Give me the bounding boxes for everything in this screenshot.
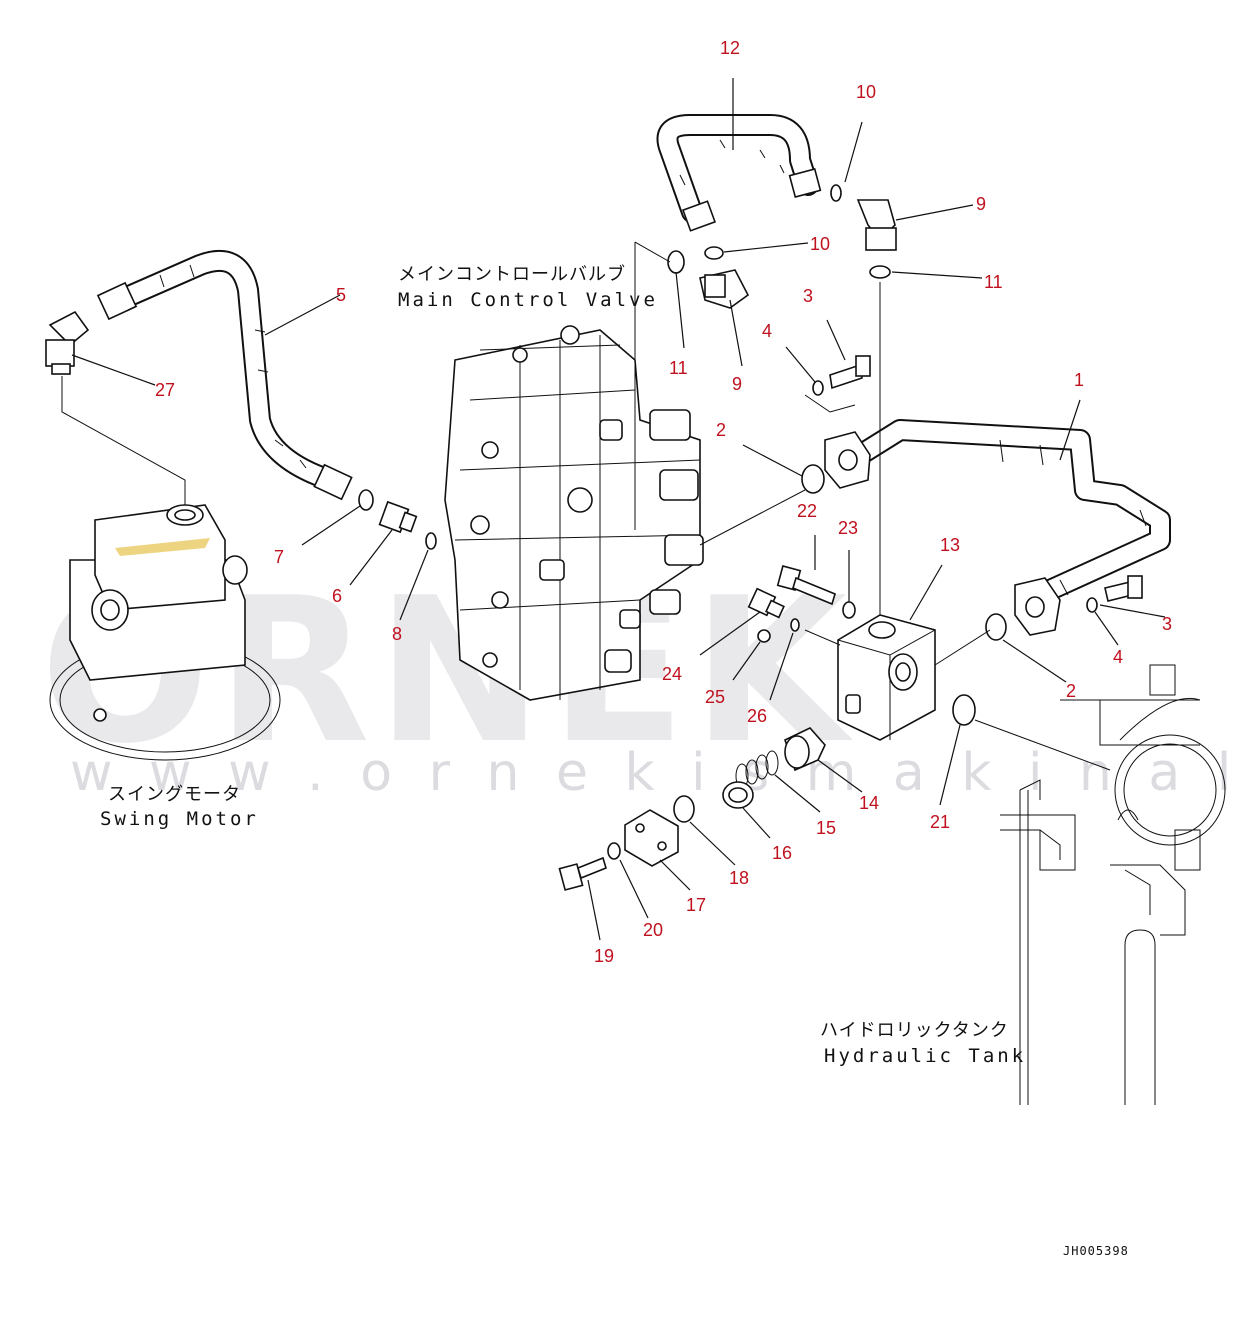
washer-20 (607, 842, 621, 860)
washer-4-right (1086, 597, 1098, 613)
main-control-valve-label-jp: メインコントロールバルブ (398, 263, 626, 285)
drawing-number: JH005398 (1063, 1244, 1129, 1258)
o-ring-21-to-tank-leader (974, 719, 1111, 771)
callout-27: 27 (155, 380, 175, 400)
hydraulic-tank-label-en: Hydraulic Tank (824, 1045, 1026, 1067)
callout-2: 2 (1066, 681, 1076, 701)
callout-15: 15 (816, 818, 836, 838)
plug-16 (722, 781, 754, 809)
callout-7: 7 (274, 547, 284, 567)
o-ring-11-right (869, 265, 891, 279)
hydraulic-tank-drawing (1000, 664, 1226, 1105)
o-ring-11-left (667, 250, 685, 274)
o-ring-25 (757, 629, 771, 643)
washer-4-top (812, 380, 824, 396)
hydraulic-tank-label-jp: ハイドロリックタンク (820, 1020, 1009, 1041)
fitting-24 (747, 587, 785, 619)
callout-1: 1 (1074, 370, 1084, 390)
o-ring-21 (952, 694, 976, 726)
callout-leaders (71, 78, 1166, 941)
valve-port-leader (634, 241, 671, 530)
callout-20: 20 (643, 920, 663, 940)
bolt-19 (558, 856, 607, 891)
callout-10: 10 (856, 82, 876, 102)
callout-11: 11 (669, 358, 688, 378)
o-ring-18 (673, 795, 695, 823)
block-to-o-ring-2-leader (934, 629, 991, 666)
callout-17: 17 (686, 895, 706, 915)
swing-motor-label-en: Swing Motor (100, 808, 259, 830)
connector-6 (378, 500, 418, 534)
cover-17 (624, 809, 679, 867)
elbow-9-right (856, 199, 897, 251)
o-ring-2-top (801, 464, 825, 494)
callout-11: 11 (984, 272, 1003, 292)
elbow-27-leader (61, 376, 186, 505)
hose-1 (824, 419, 1171, 636)
o-ring-2-right (985, 613, 1007, 641)
callout-4: 4 (762, 321, 772, 341)
hose-12 (656, 114, 822, 232)
washer-23 (842, 601, 856, 619)
elbow-9-left (699, 269, 750, 309)
callout-14: 14 (859, 793, 879, 813)
callout-9: 9 (976, 194, 986, 214)
callout-24: 24 (662, 664, 682, 684)
main-control-valve-label-en: Main Control Valve (398, 289, 658, 311)
elbow-27 (45, 310, 90, 375)
bolt-3-right (1104, 575, 1143, 602)
block-13 (837, 614, 936, 741)
callout-8: 8 (392, 624, 402, 644)
o-ring-10-top (830, 184, 842, 202)
callout-19: 19 (594, 946, 614, 966)
callout-10: 10 (810, 234, 830, 254)
hose-5 (96, 250, 353, 501)
o-ring-7 (358, 489, 374, 511)
callout-16: 16 (772, 843, 792, 863)
callout-2: 2 (716, 420, 726, 440)
callout-21: 21 (930, 812, 950, 832)
callout-9: 9 (732, 374, 742, 394)
callout-3: 3 (803, 286, 813, 306)
callout-23: 23 (838, 518, 858, 538)
callout-5: 5 (336, 285, 346, 305)
valve-to-o-ring-2-leader (699, 489, 806, 546)
main-control-valve-drawing (444, 325, 704, 701)
o-ring-26 (790, 618, 800, 632)
callout-4: 4 (1113, 647, 1123, 667)
callout-6: 6 (332, 586, 342, 606)
callout-26: 26 (747, 706, 767, 726)
callout-3: 3 (1162, 614, 1172, 634)
fitting-24-to-block-leader (804, 629, 841, 646)
callout-18: 18 (729, 868, 749, 888)
callout-numbers: 12 10 9 10 11 3 4 11 9 1 2 22 23 13 3 4 … (155, 38, 1172, 966)
bolt-3-top (829, 355, 871, 390)
swing-motor-label-jp: スイングモータ (108, 784, 241, 805)
poppet-14 (784, 727, 826, 772)
bolt-22 (776, 565, 836, 606)
o-ring-10-middle (704, 246, 724, 260)
bolt-3-top-leader (804, 394, 856, 413)
callout-22: 22 (797, 501, 817, 521)
callout-25: 25 (705, 687, 725, 707)
watermark-url: w w w . o r n e k i s m a k i n a l a r … (70, 743, 1243, 803)
callout-13: 13 (940, 535, 960, 555)
swing-motor-drawing (49, 504, 281, 761)
callout-12: 12 (720, 38, 740, 58)
o-ring-8 (425, 532, 437, 550)
